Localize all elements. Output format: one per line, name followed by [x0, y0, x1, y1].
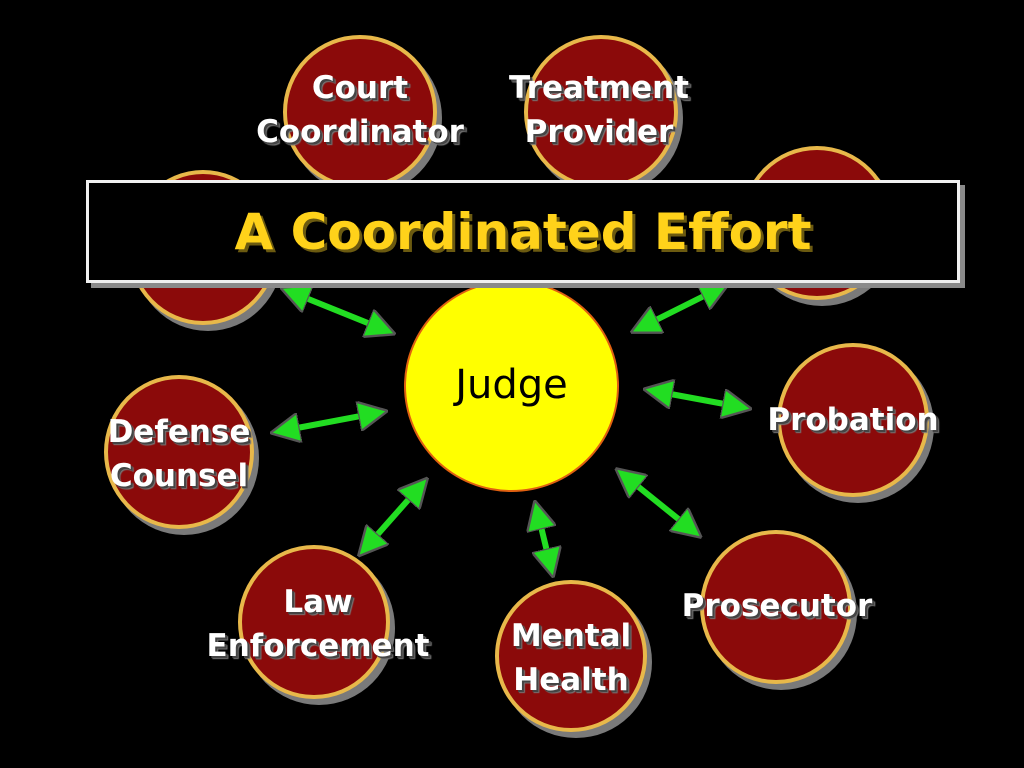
arrow-prosecutor — [620, 472, 697, 534]
label-court-coordinator: Court Coordinator — [240, 66, 480, 154]
label-line: Health — [513, 662, 629, 698]
arrow-law-enforcement — [362, 482, 424, 552]
label-prosecutor: Prosecutor — [662, 584, 892, 628]
label-line: Defense — [107, 414, 251, 450]
label-probation: Probation — [752, 398, 954, 442]
page-title: A Coordinated Effort — [234, 203, 812, 261]
title-banner: A Coordinated Effort — [86, 180, 960, 283]
arrow-probation — [649, 390, 746, 408]
label-line: Treatment — [508, 70, 689, 106]
node-defense-counsel — [104, 375, 254, 529]
arrow-upper-right — [636, 286, 724, 330]
label-line: Provider — [524, 114, 674, 150]
node-probation — [777, 343, 929, 497]
label-line: Enforcement — [206, 628, 430, 664]
node-treatment-provider — [524, 35, 678, 189]
arrow-defense-counsel — [276, 412, 382, 432]
label-line: Law — [283, 584, 353, 620]
label-line: Prosecutor — [681, 588, 873, 624]
label-law-enforcement: Law Enforcement — [190, 580, 446, 668]
arrow-upper-left — [286, 290, 390, 332]
label-mental-health: Mental Health — [481, 614, 661, 702]
label-line: Court — [311, 70, 409, 106]
node-mental-health — [495, 580, 647, 732]
arrow-mental-health — [536, 506, 552, 572]
label-line: Counsel — [109, 458, 249, 494]
label-line: Probation — [767, 402, 939, 438]
judge-circle — [404, 280, 619, 492]
label-line: Mental — [510, 618, 632, 654]
node-law-enforcement — [238, 545, 390, 699]
label-line: Coordinator — [256, 114, 464, 150]
label-treatment-provider: Treatment Provider — [480, 66, 718, 154]
label-defense-counsel: Defense Counsel — [84, 410, 274, 498]
node-prosecutor — [700, 530, 852, 684]
judge-label: Judge — [455, 362, 568, 408]
node-court-coordinator — [283, 35, 437, 189]
